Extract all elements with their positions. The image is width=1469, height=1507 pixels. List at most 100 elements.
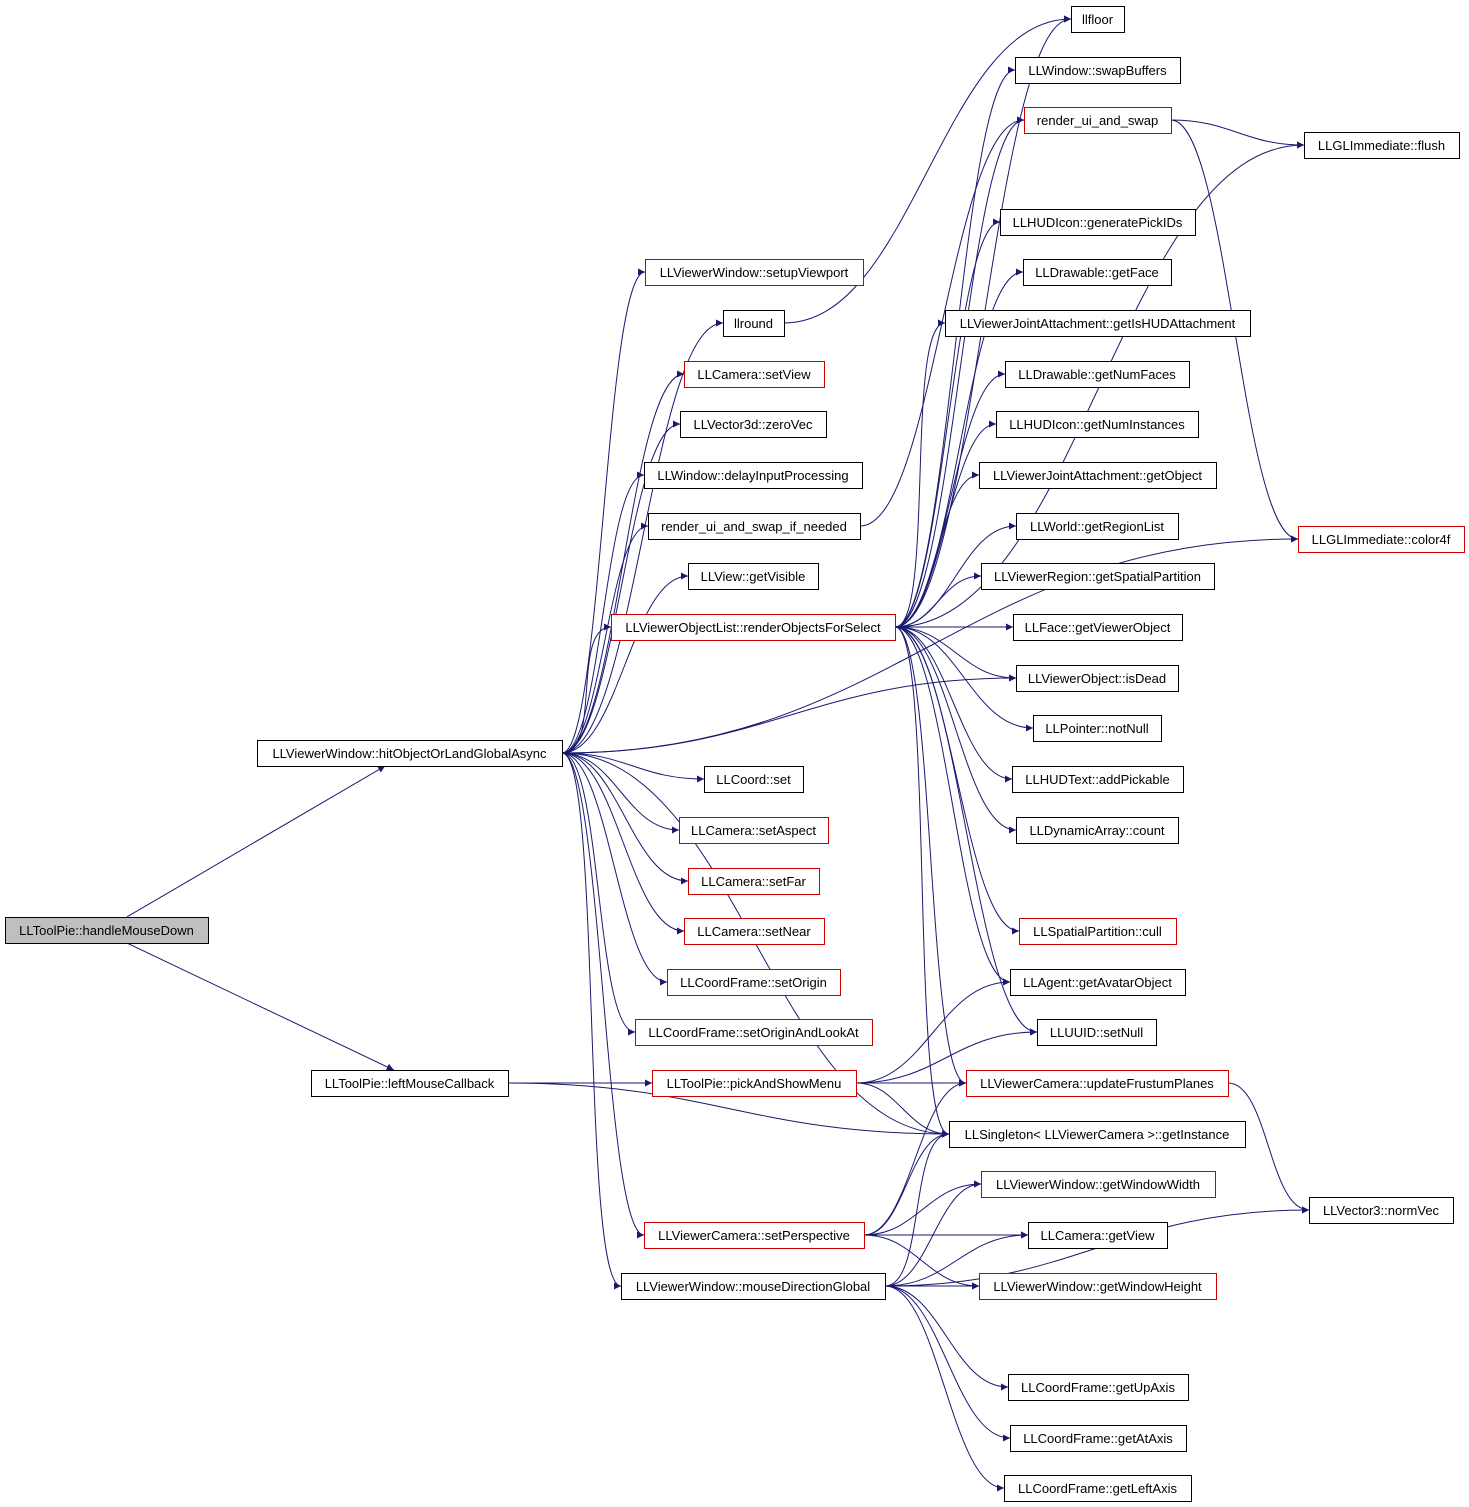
graph-node[interactable]: LLWindow::swapBuffers bbox=[1015, 57, 1181, 84]
edge-n19-n45 bbox=[884, 1285, 1011, 1442]
node-label: LLPointer::notNull bbox=[1045, 721, 1148, 736]
edge-n1-n12 bbox=[561, 752, 680, 834]
graph-node[interactable]: llround bbox=[723, 310, 785, 337]
graph-node[interactable]: LLCamera::setView bbox=[684, 361, 825, 388]
graph-node[interactable]: LLHUDIcon::generatePickIDs bbox=[1000, 209, 1196, 236]
edge-n19-n41 bbox=[884, 1180, 982, 1287]
node-label: LLViewerObjectList::renderObjectsForSele… bbox=[625, 620, 881, 635]
edge-n10-n22 bbox=[894, 116, 1025, 628]
graph-node[interactable]: LLToolPie::pickAndShowMenu bbox=[652, 1070, 857, 1097]
node-box bbox=[688, 868, 820, 895]
edge-n10-n21 bbox=[894, 66, 1016, 628]
edge-n10-n34 bbox=[894, 626, 1013, 783]
graph-node[interactable]: LLCamera::setFar bbox=[688, 868, 820, 895]
graph-node[interactable]: LLGLImmediate::color4f bbox=[1298, 526, 1465, 553]
edge-n1-n14 bbox=[561, 752, 685, 935]
graph-node[interactable]: LLCoordFrame::setOriginAndLookAt bbox=[635, 1019, 873, 1046]
graph-node[interactable]: LLCoordFrame::getAtAxis bbox=[1010, 1425, 1187, 1452]
node-box bbox=[1304, 132, 1460, 159]
graph-node[interactable]: LLCamera::setAspect bbox=[679, 817, 829, 844]
node-box bbox=[1015, 57, 1181, 84]
node-box bbox=[1019, 918, 1177, 945]
graph-node[interactable]: LLCamera::getView bbox=[1028, 1222, 1168, 1249]
graph-node[interactable]: LLWindow::delayInputProcessing bbox=[644, 462, 863, 489]
node-label: LLViewerJointAttachment::getObject bbox=[993, 468, 1202, 483]
node-label: llround bbox=[734, 316, 773, 331]
edge-n1-n4 bbox=[561, 319, 724, 754]
edge-n1-n6 bbox=[561, 420, 681, 754]
edge-n10-n27 bbox=[894, 420, 997, 628]
graph-node[interactable]: LLToolPie::leftMouseCallback bbox=[311, 1070, 509, 1097]
graph-node[interactable]: LLFace::getViewerObject bbox=[1013, 614, 1183, 641]
edge-n1-n7 bbox=[561, 471, 645, 754]
node-box bbox=[949, 1121, 1246, 1148]
edge-n10-n40 bbox=[894, 626, 950, 1138]
graph-node[interactable]: LLDrawable::getFace bbox=[1023, 259, 1172, 286]
node-label: LLViewerWindow::mouseDirectionGlobal bbox=[636, 1279, 870, 1294]
graph-node[interactable]: LLCoordFrame::setOrigin bbox=[667, 969, 841, 996]
node-box bbox=[704, 766, 804, 793]
node-box bbox=[981, 563, 1215, 590]
node-box bbox=[979, 1273, 1217, 1300]
graph-node[interactable]: LLUUID::setNull bbox=[1037, 1019, 1157, 1046]
graph-node[interactable]: LLHUDText::addPickable bbox=[1012, 766, 1184, 793]
graph-node[interactable]: LLViewerWindow::hitObjectOrLandGlobalAsy… bbox=[257, 740, 563, 767]
graph-node[interactable]: LLViewerCamera::setPerspective bbox=[644, 1222, 865, 1249]
graph-node[interactable]: LLDynamicArray::count bbox=[1016, 817, 1179, 844]
node-box bbox=[257, 740, 563, 767]
graph-node[interactable]: LLViewerObjectList::renderObjectsForSele… bbox=[611, 614, 896, 641]
graph-node[interactable]: LLGLImmediate::flush bbox=[1304, 132, 1460, 159]
graph-node[interactable]: llfloor bbox=[1071, 6, 1125, 33]
graph-node[interactable]: LLPointer::notNull bbox=[1033, 715, 1162, 742]
graph-node[interactable]: LLViewerWindow::setupViewport bbox=[645, 259, 864, 286]
graph-node[interactable]: LLViewerJointAttachment::getObject bbox=[979, 462, 1217, 489]
graph-node[interactable]: render_ui_and_swap bbox=[1024, 107, 1172, 134]
edge-n1-n16 bbox=[561, 752, 636, 1036]
graph-node[interactable]: LLHUDIcon::getNumInstances bbox=[996, 411, 1199, 438]
node-label: LLWorld::getRegionList bbox=[1030, 519, 1164, 534]
node-box bbox=[1028, 1222, 1168, 1249]
graph-node[interactable]: LLVector3::normVec bbox=[1309, 1197, 1454, 1224]
graph-node[interactable]: LLViewerRegion::getSpatialPartition bbox=[981, 563, 1215, 590]
graph-node[interactable]: LLCoordFrame::getLeftAxis bbox=[1004, 1475, 1192, 1502]
node-box bbox=[684, 918, 825, 945]
node-box bbox=[644, 462, 863, 489]
node-box bbox=[1013, 614, 1183, 641]
graph-node[interactable]: LLViewerWindow::mouseDirectionGlobal bbox=[621, 1273, 886, 1300]
node-label: LLUUID::setNull bbox=[1050, 1025, 1143, 1040]
node-label: LLViewerJointAttachment::getIsHUDAttachm… bbox=[960, 316, 1236, 331]
graph-node[interactable]: LLSpatialPartition::cull bbox=[1019, 918, 1177, 945]
node-box bbox=[996, 411, 1199, 438]
edge-n1-n15 bbox=[561, 752, 668, 986]
graph-node[interactable]: LLViewerCamera::updateFrustumPlanes bbox=[966, 1070, 1229, 1097]
graph-node[interactable]: LLCoordFrame::getUpAxis bbox=[1008, 1374, 1189, 1401]
edge-n17-n40 bbox=[855, 1082, 950, 1138]
graph-node[interactable]: LLViewerWindow::getWindowHeight bbox=[979, 1273, 1217, 1300]
edge-n17-n37 bbox=[855, 978, 1011, 1084]
graph-node[interactable]: LLAgent::getAvatarObject bbox=[1010, 969, 1186, 996]
node-label: LLCamera::setView bbox=[697, 367, 811, 382]
graph-node[interactable]: LLCoord::set bbox=[704, 766, 804, 793]
graph-node[interactable]: render_ui_and_swap_if_needed bbox=[648, 513, 861, 540]
edge-n1-n11 bbox=[561, 752, 705, 783]
edge-n10-n37 bbox=[894, 626, 1011, 986]
graph-node[interactable]: LLDrawable::getNumFaces bbox=[1005, 361, 1190, 388]
edge-n19-n42 bbox=[884, 1231, 1029, 1287]
graph-node[interactable]: LLWorld::getRegionList bbox=[1016, 513, 1179, 540]
node-label: LLViewerWindow::getWindowWidth bbox=[996, 1177, 1200, 1192]
graph-node[interactable]: LLViewerWindow::getWindowWidth bbox=[981, 1171, 1216, 1198]
node-label: LLCamera::setAspect bbox=[691, 823, 816, 838]
node-label: LLCoordFrame::getLeftAxis bbox=[1018, 1481, 1177, 1496]
graph-node[interactable]: LLSingleton< LLViewerCamera >::getInstan… bbox=[949, 1121, 1246, 1148]
edge-n10-n23 bbox=[894, 218, 1001, 628]
node-box bbox=[1004, 1475, 1192, 1502]
edge-n4-n20 bbox=[783, 15, 1072, 324]
graph-node[interactable]: LLView::getVisible bbox=[688, 563, 819, 590]
graph-node[interactable]: LLViewerObject::isDead bbox=[1016, 665, 1179, 692]
edge-n0-n2 bbox=[126, 942, 394, 1071]
graph-node[interactable]: LLViewerJointAttachment::getIsHUDAttachm… bbox=[945, 310, 1251, 337]
graph-node[interactable]: LLVector3d::zeroVec bbox=[680, 411, 827, 438]
graph-node[interactable]: LLToolPie::handleMouseDown bbox=[5, 917, 209, 944]
graph-node[interactable]: LLCamera::setNear bbox=[684, 918, 825, 945]
node-box bbox=[1016, 665, 1179, 692]
